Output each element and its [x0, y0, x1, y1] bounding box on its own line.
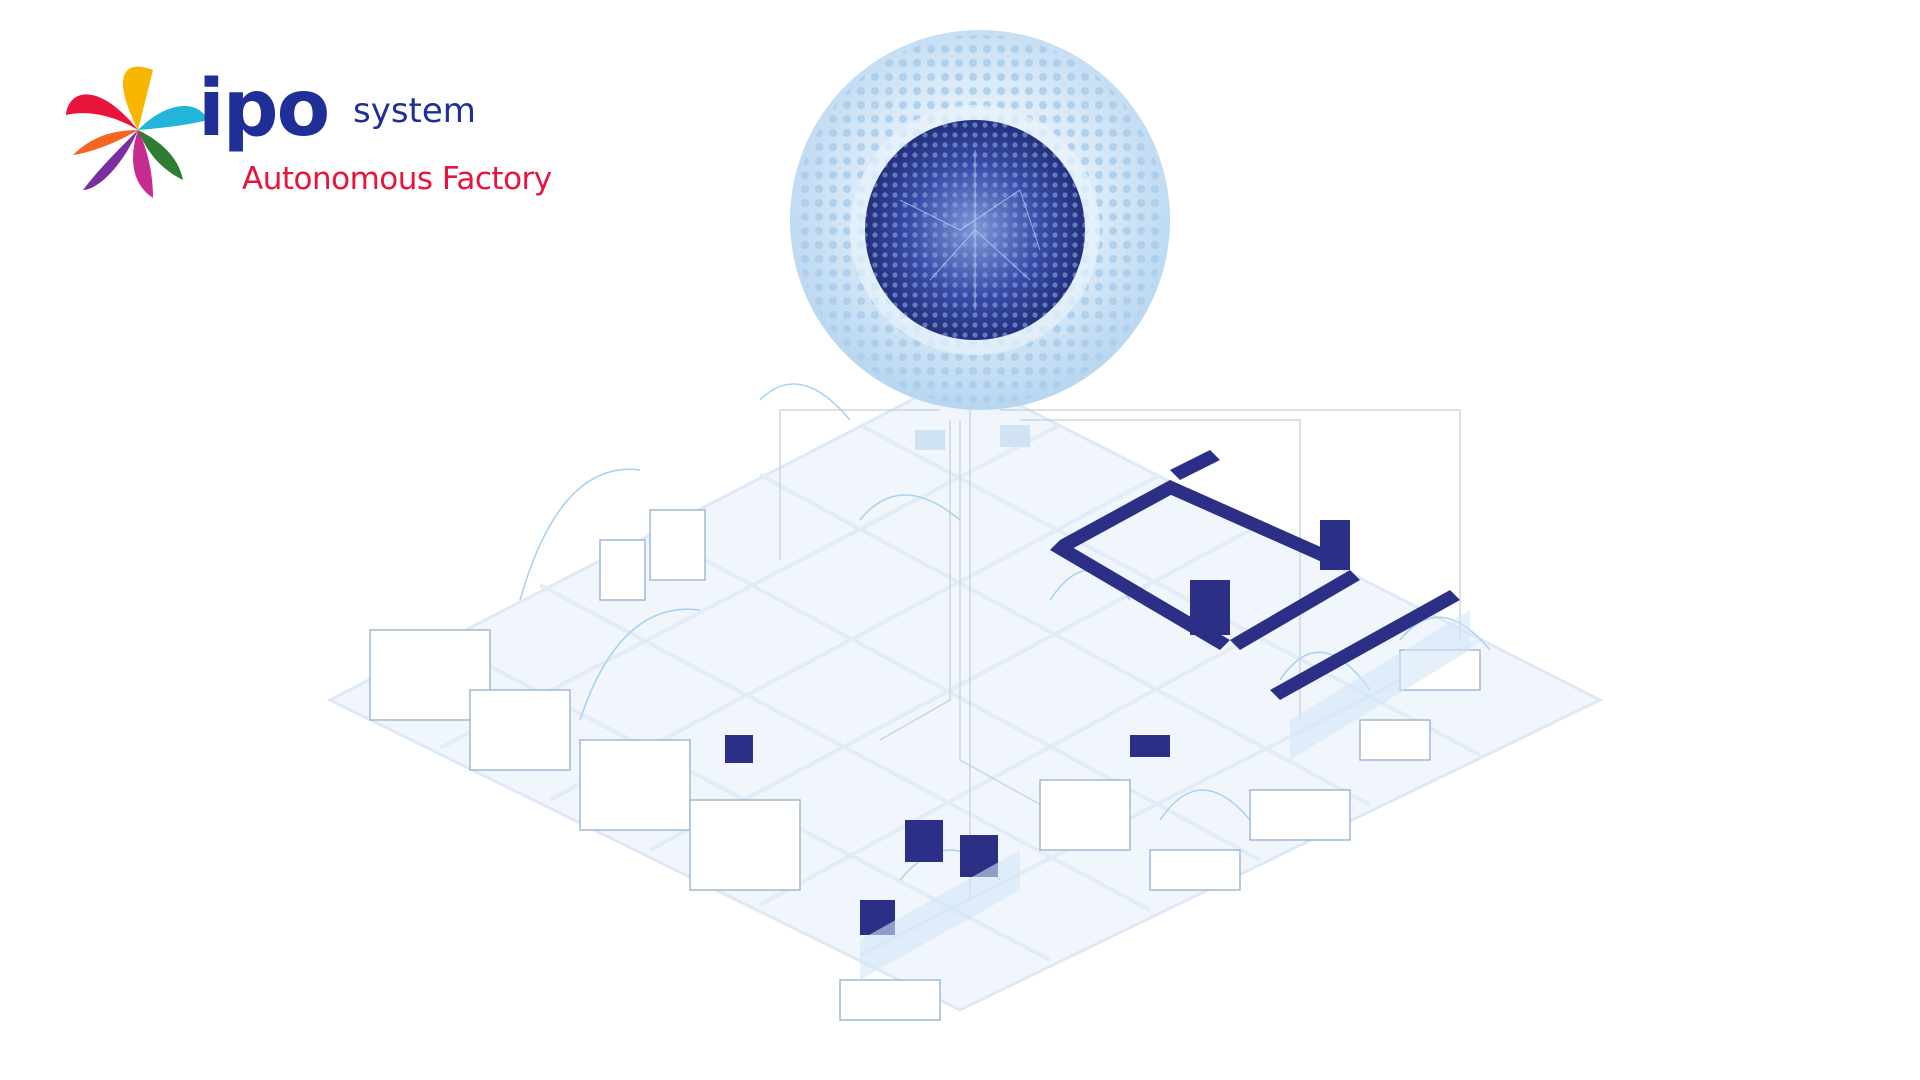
logo-wordmark: ipo [198, 64, 330, 154]
logo-suffix: system [353, 91, 476, 131]
butterfly-logo-icon [66, 66, 208, 198]
factory-equipment [369, 509, 1481, 1021]
ai-globe-icon [790, 30, 1170, 450]
logo-tagline: Autonomous Factory [242, 161, 552, 197]
data-lines [779, 409, 1461, 900]
brand-logo: ipo system Autonomous Factory [58, 60, 578, 210]
conveyor-system [725, 450, 1460, 935]
glass-partitions [860, 610, 1470, 980]
